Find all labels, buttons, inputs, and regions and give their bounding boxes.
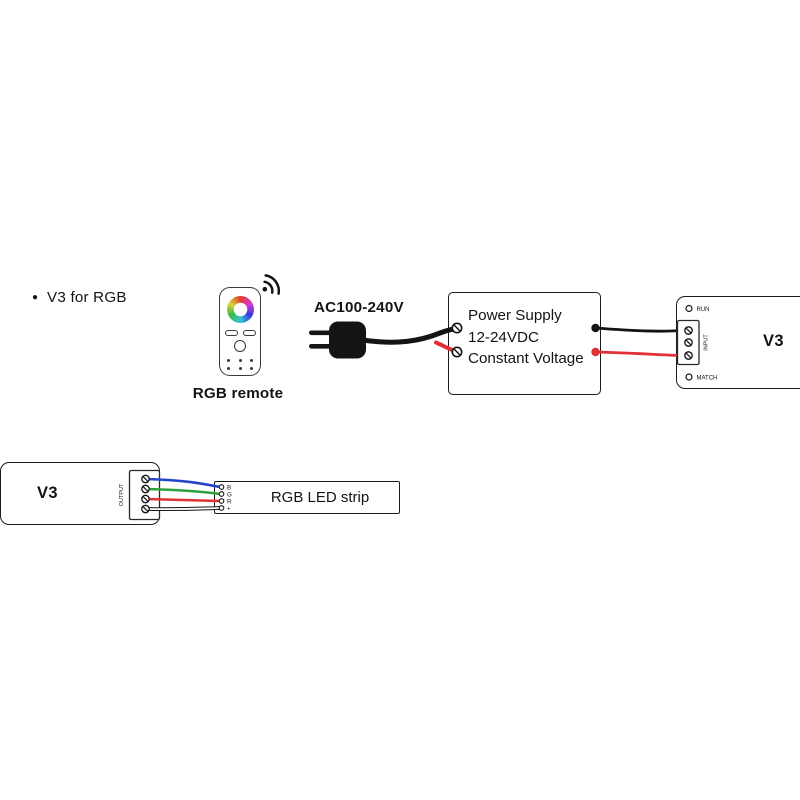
wire-ac-cord [359,326,460,345]
psu-input-terminal [451,322,463,334]
output-label: OUTPUT [119,483,125,506]
power-supply-box: Power Supply 12-24VDC Constant Voltage [448,292,601,395]
run-label: RUN [697,307,710,313]
screw-terminal [141,494,150,504]
screw-terminal [684,351,693,360]
wire-strip-red [144,497,222,503]
screw-terminal [141,474,150,484]
remote-button-dot [238,359,242,362]
psu-line-1: Power Supply [468,307,562,324]
remote-caption: RGB remote [192,385,284,402]
psu-line-2: 12-24VDC [468,328,539,346]
diagram-heading: ● V3 for RGB [32,289,127,306]
strip-terminal-label: B [227,484,231,491]
match-label: MATCH [697,376,718,382]
bullet-icon: ● [32,291,39,303]
controller-bottom-label: V3 [37,484,58,502]
remote-button-dot [227,359,230,362]
remote-button-dot [227,366,230,370]
strip-terminal-label: + [227,505,231,512]
remote-button-dot [250,359,253,362]
psu-input-terminal [451,346,463,358]
remote-button-dot [238,366,242,370]
remote-round-button [234,340,246,352]
screw-terminal [141,484,150,494]
match-button-icon [685,373,693,381]
screw-terminal [141,504,150,514]
remote-button-dot [250,366,253,370]
wire-dc-black [594,326,683,333]
ac-plug-icon [309,321,366,359]
heading-label: V3 for RGB [47,289,127,306]
color-wheel-icon [226,296,254,323]
wire-strip-plus [145,507,221,511]
strip-label: RGB LED strip [270,489,370,506]
run-indicator-icon [685,304,693,313]
ac-voltage-label: AC100-240V [314,299,404,316]
wire-strip-green [144,487,222,496]
input-label: INPUT [704,334,710,351]
remote-button [243,330,256,336]
screw-terminal [684,338,693,347]
remote-button [225,330,238,336]
strip-terminals: B G R + [218,484,232,512]
rgb-led-strip: RGB LED strip [214,481,400,514]
controller-right-label: V3 [763,332,784,350]
wire-dc-red [594,350,683,357]
screw-terminal [684,326,693,335]
wire-strip-blue [144,477,222,489]
psu-line-3: Constant Voltage [468,350,584,367]
wifi-signal-icon [262,274,281,295]
strip-terminal-label: G [227,491,232,498]
strip-terminal-label: R [227,498,232,505]
rgb-remote [219,287,261,376]
